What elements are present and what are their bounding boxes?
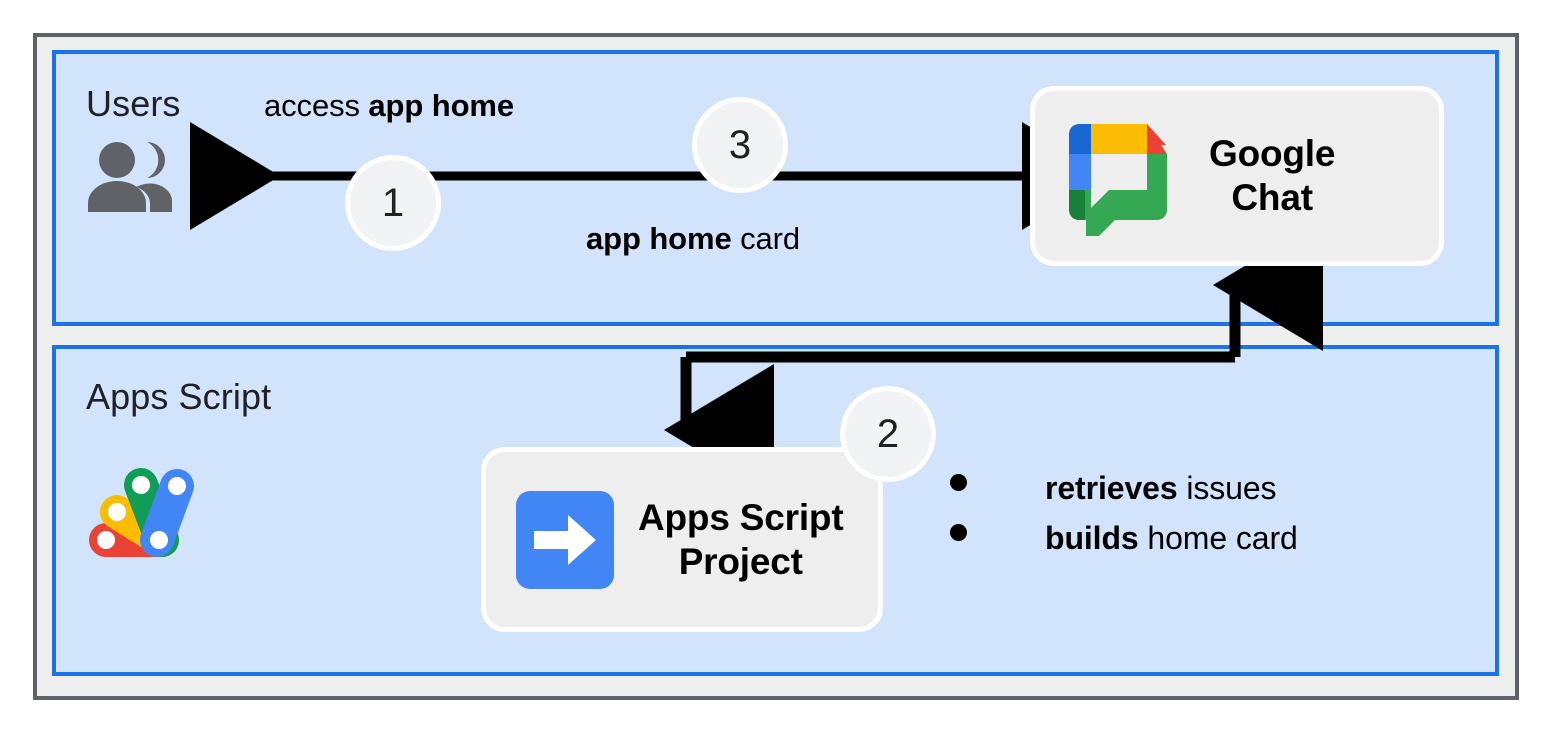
- node-apps-script-project-title-line1: Apps Script: [638, 496, 844, 538]
- list-item: builds home card: [950, 520, 1298, 570]
- list-item-bold: builds: [1045, 520, 1139, 556]
- node-google-chat[interactable]: Google Chat: [1030, 86, 1444, 266]
- edge-label-card-bold: app home: [586, 221, 732, 256]
- apps-script-action-list: retrieves issues builds home card: [950, 470, 1298, 570]
- edge-label-app-home-card: app home card: [586, 221, 800, 257]
- bullet-dot-icon: [950, 474, 967, 491]
- edge-label-access-app-home: access app home: [264, 88, 514, 124]
- node-google-chat-title: Google Chat: [1209, 132, 1335, 219]
- node-apps-script-project-title: Apps Script Project: [638, 496, 844, 583]
- step-circle-3: 3: [692, 97, 788, 193]
- edge-label-access-prefix: access: [264, 88, 369, 123]
- google-chat-logo-icon: [1057, 116, 1177, 244]
- list-item: retrieves issues: [950, 470, 1298, 520]
- panel-users-label: Users: [86, 83, 181, 124]
- list-item-text: retrieves issues: [1045, 470, 1277, 507]
- edge-label-access-bold: app home: [368, 88, 515, 123]
- list-item-bold: retrieves: [1045, 470, 1178, 506]
- list-item-rest: home card: [1138, 520, 1298, 556]
- apps-script-logo-icon: [84, 450, 214, 560]
- node-google-chat-title-line2: Chat: [1231, 177, 1313, 218]
- step-circle-1: 1: [345, 155, 441, 251]
- list-item-text: builds home card: [1045, 520, 1298, 557]
- edge-label-card-suffix: card: [731, 221, 801, 256]
- panel-apps-script-label: Apps Script: [86, 376, 272, 417]
- users-group-icon: [84, 140, 184, 220]
- step-circle-2: 2: [840, 386, 936, 482]
- node-google-chat-title-line1: Google: [1209, 133, 1336, 175]
- bullet-dot-icon: [950, 524, 967, 541]
- apps-script-project-arrow-icon: [516, 490, 614, 589]
- list-item-rest: issues: [1177, 470, 1277, 506]
- node-apps-script-project[interactable]: Apps Script Project: [481, 447, 883, 632]
- node-apps-script-project-title-line2: Project: [678, 540, 803, 582]
